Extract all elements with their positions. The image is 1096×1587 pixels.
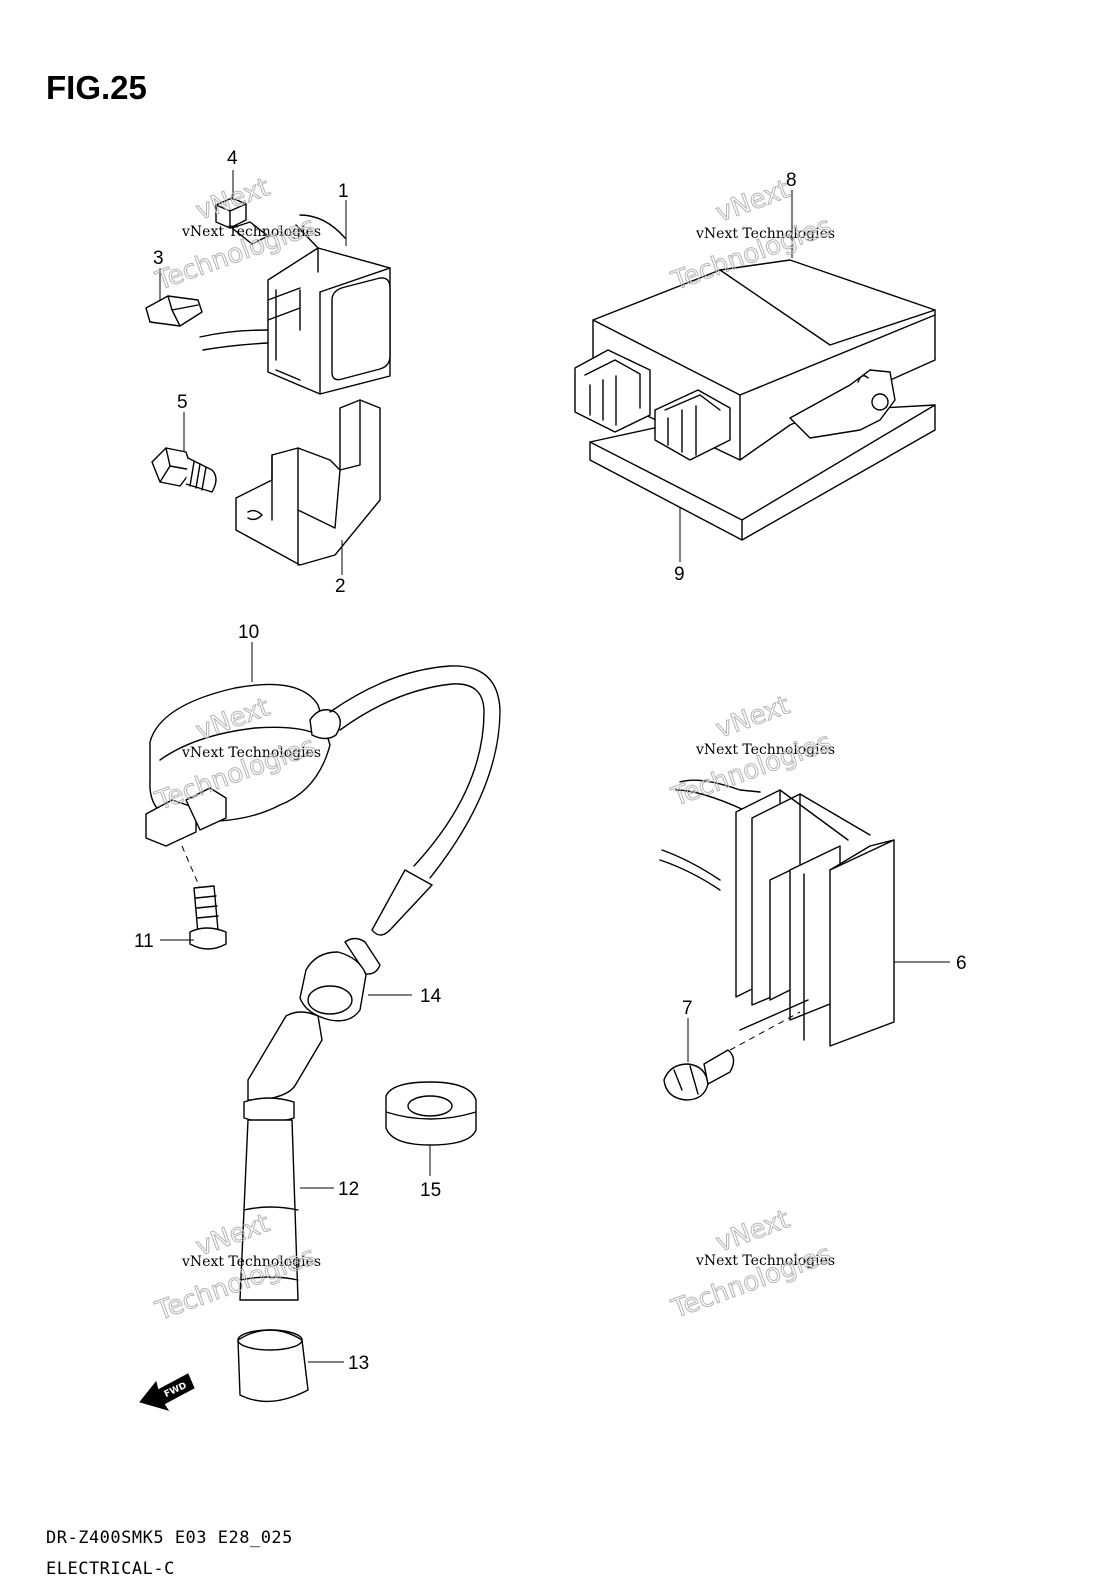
part-14-plug-cap bbox=[299, 937, 381, 1022]
svg-text:vNext Technologies: vNext Technologies bbox=[695, 742, 835, 758]
callout-4: 4 bbox=[227, 148, 238, 169]
part-3-connector bbox=[145, 295, 203, 327]
callout-labels: 1 2 3 4 5 6 7 8 9 10 11 12 13 14 15 bbox=[134, 148, 967, 1374]
callout-1: 1 bbox=[338, 181, 349, 202]
part-13-rubber-cap bbox=[237, 1329, 309, 1403]
callout-11: 11 bbox=[134, 931, 154, 952]
svg-text:vNext Technologies: vNext Technologies bbox=[181, 224, 321, 240]
fwd-arrow-icon: FWD bbox=[139, 1373, 195, 1411]
callout-7: 7 bbox=[682, 998, 693, 1019]
part-5-bolt bbox=[151, 447, 217, 493]
svg-text:vNext: vNext bbox=[712, 690, 794, 744]
callout-13: 13 bbox=[348, 1353, 369, 1374]
watermark-6: vNext vNext Technologies Technologies bbox=[667, 1204, 836, 1326]
part-2-bracket bbox=[235, 399, 381, 566]
callout-10: 10 bbox=[238, 622, 259, 643]
model-code: DR-Z400SMK5 E03 E28_025 bbox=[46, 1528, 293, 1548]
svg-text:vNext Technologies: vNext Technologies bbox=[695, 226, 835, 242]
part-11-bolt bbox=[181, 845, 227, 950]
section-name: ELECTRICAL-C bbox=[46, 1559, 175, 1579]
part-8-ecm bbox=[574, 259, 936, 461]
callout-8: 8 bbox=[786, 170, 797, 191]
callout-9: 9 bbox=[674, 564, 685, 585]
part-1-relay bbox=[199, 214, 391, 395]
watermark-4: vNext vNext Technologies Technologies bbox=[667, 690, 836, 814]
callout-5: 5 bbox=[177, 392, 188, 413]
callout-15: 15 bbox=[420, 1180, 441, 1201]
callout-2: 2 bbox=[335, 576, 346, 597]
svg-text:vNext Technologies: vNext Technologies bbox=[695, 1253, 835, 1269]
svg-text:vNext Technologies: vNext Technologies bbox=[181, 745, 321, 761]
part-4-nut bbox=[215, 197, 269, 245]
callout-3: 3 bbox=[153, 248, 164, 269]
figure-title: FIG.25 bbox=[46, 69, 147, 106]
part-15-grommet bbox=[385, 1081, 477, 1146]
part-10-ignition-coil bbox=[145, 665, 501, 936]
leader-lines bbox=[159, 170, 950, 1363]
callout-14: 14 bbox=[420, 986, 442, 1007]
part-7-bolt bbox=[663, 1011, 801, 1101]
part-12-plug-boot bbox=[239, 1011, 323, 1301]
svg-text:vNext: vNext bbox=[712, 1204, 794, 1258]
callout-6: 6 bbox=[956, 953, 967, 974]
svg-text:vNext Technologies: vNext Technologies bbox=[181, 1254, 321, 1270]
callout-12: 12 bbox=[338, 1179, 359, 1200]
svg-text:vNext: vNext bbox=[712, 174, 794, 228]
part-6-regulator-rectifier bbox=[659, 779, 895, 1047]
